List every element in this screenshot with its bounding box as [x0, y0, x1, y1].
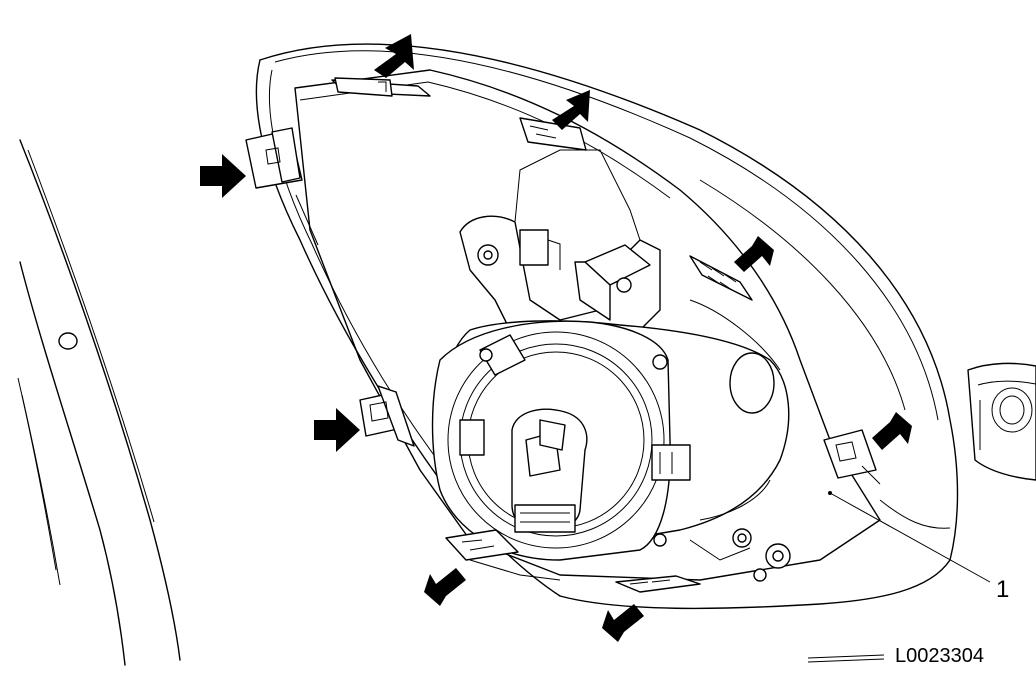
callout-number: 1	[996, 576, 1009, 603]
clip-top-center	[519, 117, 587, 151]
arrow-left-middle-clip	[314, 408, 360, 452]
arrow-right-lower-clip	[872, 412, 912, 450]
lamp-module	[431, 299, 791, 582]
rear-bracket-assembly	[459, 149, 661, 341]
clip-top-left	[331, 77, 431, 97]
arrow-left-upper-clip	[200, 154, 246, 198]
arrow-top-left-tab	[374, 34, 414, 78]
arrow-right-upper-slot	[734, 236, 774, 272]
clip-right-upper	[689, 255, 753, 301]
clip-left-upper	[245, 127, 319, 246]
figure-code-block: L0023304	[807, 645, 984, 667]
clip-bottom-center	[615, 575, 701, 593]
clip-right-lower	[823, 429, 881, 485]
adjacent-component	[967, 362, 1036, 481]
pointer-arrows	[200, 34, 912, 642]
retaining-clips	[245, 77, 881, 593]
vehicle-body-contour	[17, 139, 181, 666]
arrow-bottom-center-tab	[602, 604, 644, 642]
clip-left-middle	[359, 385, 415, 447]
arrow-top-center-tab	[552, 90, 590, 130]
clip-bottom-left	[445, 529, 519, 561]
callout-1: 1	[828, 491, 1009, 603]
figure-code: L0023304	[895, 645, 984, 667]
arrow-bottom-left-tab	[424, 568, 466, 606]
